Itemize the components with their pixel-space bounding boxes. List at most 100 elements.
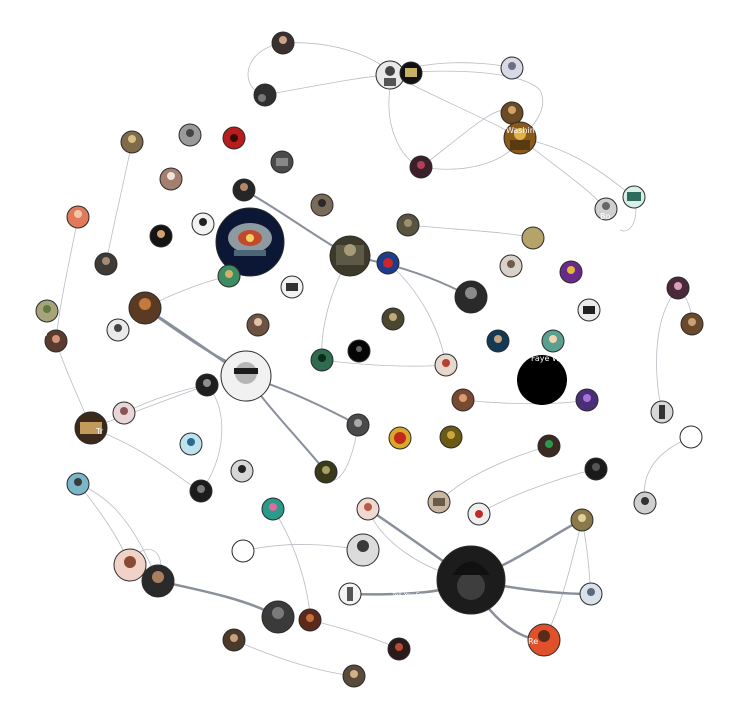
- graph-node[interactable]: [347, 339, 371, 363]
- graph-node[interactable]: [500, 101, 524, 125]
- graph-node[interactable]: [128, 291, 162, 325]
- graph-node[interactable]: [680, 312, 704, 336]
- graph-node[interactable]: [231, 539, 255, 563]
- graph-node[interactable]: [195, 373, 219, 397]
- graph-node[interactable]: [94, 252, 118, 276]
- edge: [519, 137, 607, 210]
- graph-node[interactable]: [342, 664, 366, 688]
- graph-node[interactable]: [310, 193, 334, 217]
- graph-node-large[interactable]: [215, 207, 285, 277]
- graph-node[interactable]: [434, 353, 458, 377]
- graph-node[interactable]: [346, 413, 370, 437]
- edge-label: Tell You Fo: [391, 592, 423, 599]
- graph-node-large[interactable]: [436, 545, 506, 615]
- graph-node[interactable]: [261, 600, 295, 634]
- edge: [478, 468, 597, 515]
- node-label: Tr: [95, 427, 104, 436]
- graph-node[interactable]: [310, 348, 334, 372]
- graph-node[interactable]: [66, 472, 90, 496]
- graph-node[interactable]: [633, 491, 657, 515]
- graph-node[interactable]: [217, 264, 241, 288]
- edge: [309, 619, 400, 650]
- graph-node[interactable]: [141, 564, 175, 598]
- graph-node[interactable]: [527, 623, 561, 657]
- graph-node[interactable]: [454, 280, 488, 314]
- graph-node[interactable]: [570, 508, 594, 532]
- edge: [200, 384, 223, 492]
- graph-node[interactable]: [622, 185, 646, 209]
- edge: [105, 141, 133, 265]
- graph-node[interactable]: [261, 497, 285, 521]
- graph-node[interactable]: [222, 126, 246, 150]
- edge: [90, 384, 208, 429]
- graph-node[interactable]: [222, 628, 246, 652]
- graph-node[interactable]: [399, 61, 423, 85]
- graph-node[interactable]: [500, 56, 524, 80]
- graph-node[interactable]: [396, 213, 420, 237]
- graph-node[interactable]: [579, 582, 603, 606]
- edge: [407, 224, 534, 239]
- edge: [462, 399, 588, 405]
- graph-node[interactable]: [499, 254, 523, 278]
- graph-node[interactable]: [541, 329, 565, 353]
- graph-node[interactable]: [427, 490, 451, 514]
- graph-node[interactable]: [409, 155, 433, 179]
- graph-node[interactable]: [594, 197, 618, 221]
- graph-node[interactable]: [106, 318, 130, 342]
- graph-node[interactable]: [120, 130, 144, 154]
- graph-node[interactable]: [577, 298, 601, 322]
- graph-node[interactable]: [439, 425, 463, 449]
- graph-node[interactable]: [679, 425, 703, 449]
- graph-node[interactable]: [387, 637, 411, 661]
- graph-node[interactable]: [66, 205, 90, 229]
- graph-node[interactable]: [329, 235, 371, 277]
- graph-node[interactable]: [44, 329, 68, 353]
- graph-node[interactable]: [271, 31, 295, 55]
- nodes[interactable]: Washing Bo: [35, 31, 704, 688]
- graph-node[interactable]: [74, 411, 108, 445]
- edge: [157, 579, 279, 619]
- graph-node[interactable]: [584, 457, 608, 481]
- graph-node[interactable]: [253, 83, 277, 107]
- graph-node[interactable]: [112, 401, 136, 425]
- graph-node[interactable]: [246, 313, 270, 337]
- graph-node[interactable]: [451, 388, 475, 412]
- edge: [233, 639, 355, 677]
- graph-node[interactable]: [149, 224, 173, 248]
- graph-node[interactable]: [159, 167, 183, 191]
- graph-node[interactable]: [338, 582, 362, 606]
- graph-node[interactable]: [35, 299, 59, 323]
- graph-node[interactable]: [467, 502, 491, 526]
- graph-node[interactable]: [270, 150, 294, 174]
- graph-node[interactable]: [178, 123, 202, 147]
- graph-node[interactable]: [113, 548, 147, 582]
- graph-node[interactable]: [232, 178, 256, 202]
- graph-node[interactable]: [521, 226, 545, 250]
- graph-node[interactable]: [230, 459, 254, 483]
- graph-node[interactable]: [650, 400, 674, 424]
- node-label: Washing: [506, 126, 540, 135]
- graph-node[interactable]: [346, 533, 380, 567]
- graph-node[interactable]: [191, 212, 215, 236]
- edge: [55, 216, 79, 342]
- graph-node-large[interactable]: [220, 350, 272, 402]
- graph-node[interactable]: [356, 497, 380, 521]
- graph-node[interactable]: [575, 388, 599, 412]
- graph-node[interactable]: [486, 329, 510, 353]
- graph-node[interactable]: [537, 434, 561, 458]
- graph-node-large[interactable]: [517, 355, 567, 405]
- graph-node[interactable]: [280, 275, 304, 299]
- graph-node[interactable]: [189, 479, 213, 503]
- graph-node[interactable]: [314, 460, 338, 484]
- graph-node[interactable]: [298, 608, 322, 632]
- graph-node[interactable]: [559, 260, 583, 284]
- graph-node[interactable]: [381, 307, 405, 331]
- graph-node[interactable]: [376, 251, 400, 275]
- graph-node[interactable]: [388, 426, 412, 450]
- graph-node[interactable]: [666, 276, 690, 300]
- edge: [643, 436, 692, 504]
- graph-node[interactable]: [179, 432, 203, 456]
- graph-node[interactable]: [375, 60, 405, 90]
- graph-node[interactable]: [503, 121, 537, 155]
